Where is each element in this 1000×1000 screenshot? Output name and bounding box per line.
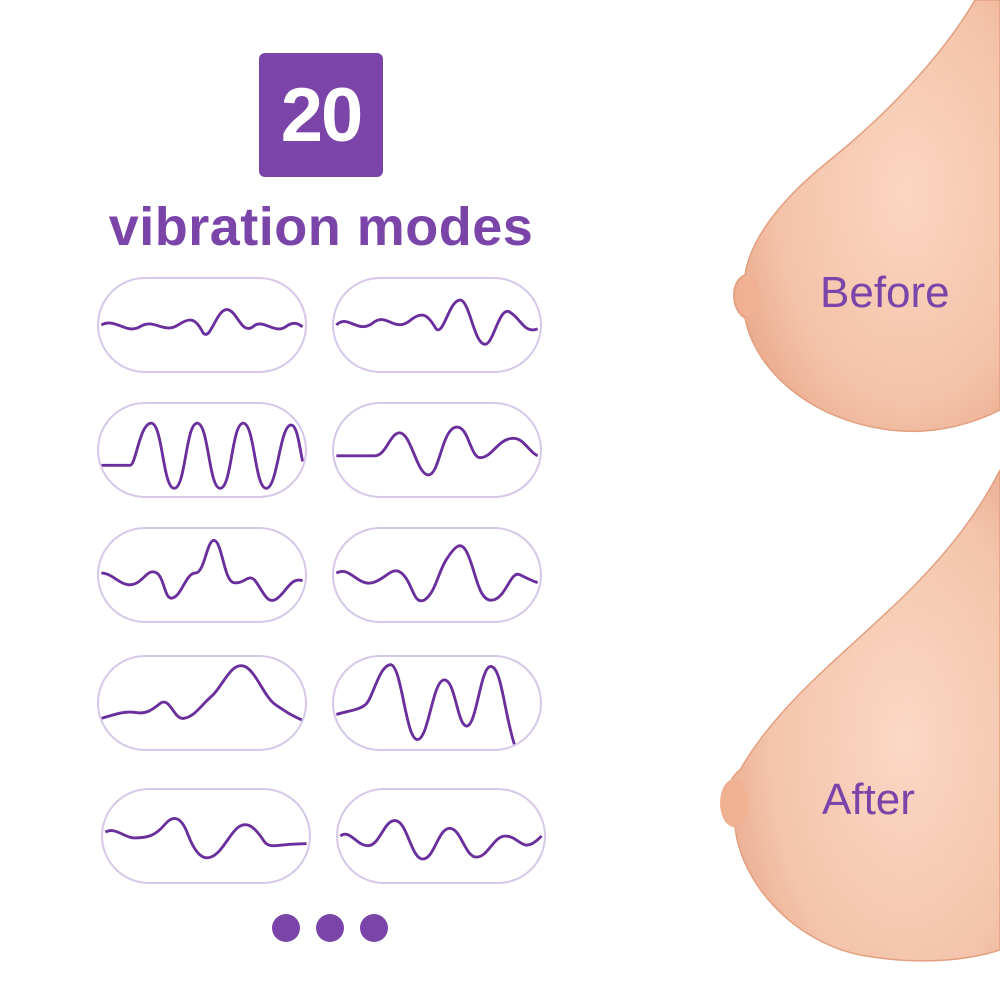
before-detail [736, 276, 760, 316]
mode-pill-9 [101, 788, 311, 884]
before-label: Before [820, 268, 950, 317]
headline: vibration modes [108, 197, 534, 257]
mode-pill-6 [332, 527, 542, 623]
more-modes-indicator [272, 914, 390, 944]
after-shape [726, 469, 1000, 962]
mode-pill-8 [332, 655, 542, 751]
waveform-icon [336, 425, 539, 477]
mode-pill-3 [97, 402, 307, 498]
mode-pill-2 [332, 277, 542, 373]
waveform-icon [100, 664, 304, 722]
waveform-icon [335, 298, 539, 346]
before-shape [733, 0, 1000, 433]
dot [360, 914, 388, 942]
comparison-illustration [720, 0, 1000, 962]
waveform-icon [335, 663, 516, 746]
waveform-icon [100, 308, 304, 336]
waveform-icon [335, 544, 539, 603]
mode-pill-4 [332, 402, 542, 498]
after-label: After [822, 775, 915, 824]
waveform-icon [104, 817, 307, 860]
after-detail [720, 779, 748, 827]
mode-count-badge: 20 [259, 53, 383, 177]
waveform-icon [101, 421, 305, 490]
mode-pill-5 [97, 527, 307, 623]
waveform-icon [339, 819, 543, 861]
waveform-icon [101, 539, 304, 602]
dot [272, 914, 300, 942]
mode-pill-7 [97, 655, 307, 751]
dot [316, 914, 344, 942]
mode-pill-10 [336, 788, 546, 884]
mode-count-number: 20 [280, 72, 364, 158]
mode-pill-1 [97, 277, 307, 373]
